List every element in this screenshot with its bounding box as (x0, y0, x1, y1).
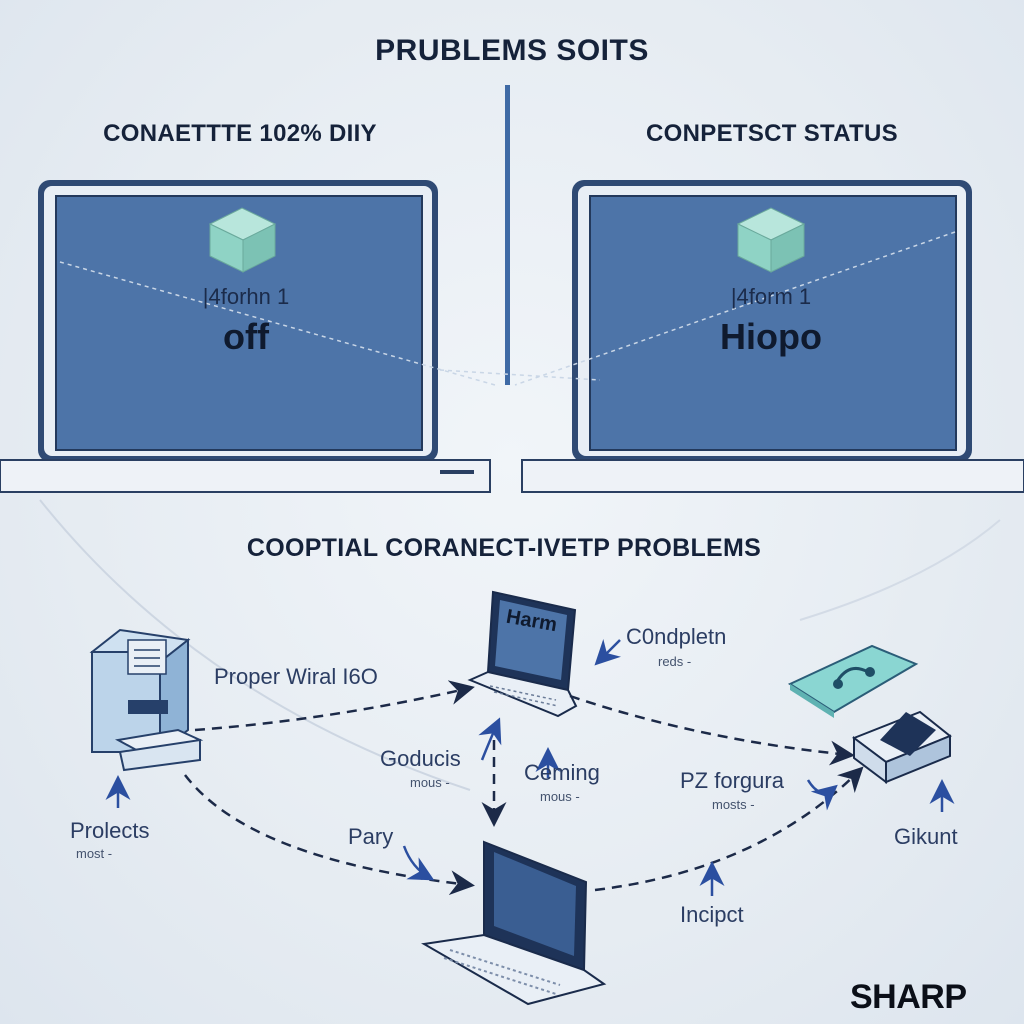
label-ceming: Ceming (524, 760, 600, 785)
right-screen-status: Hiopo (720, 316, 822, 357)
left-screen-label: |4forhn 1 (202, 284, 290, 309)
center-laptop-icon (467, 590, 578, 718)
right-screen-label: |4form 1 (730, 284, 812, 309)
bottom-laptop-icon (421, 840, 607, 1006)
left-panel-heading: CONAETTTE 102% DIIY (103, 120, 377, 147)
label-prolects-sub: most - (76, 846, 113, 861)
label-incipct: Incipct (680, 902, 744, 927)
brand-logo: SHARP (850, 978, 967, 1016)
label-proper: Proper Wiral I6O (214, 664, 378, 690)
bg-curve (799, 519, 1001, 621)
headset-card-icon (787, 644, 919, 718)
label-goducis-sub: mous - (410, 775, 450, 790)
right-laptop-illustration (439, 180, 1024, 493)
router-device-icon (851, 710, 952, 784)
center-divider (505, 85, 510, 385)
printer-icon (89, 628, 204, 772)
right-panel-heading: CONPETSCT STATUS (646, 120, 898, 147)
section-heading: COOPTIAL CORANECT-IVETP PROBLEMS (246, 534, 762, 562)
left-screen-status: off (223, 316, 269, 357)
label-condpletn: C0ndpletn (626, 624, 727, 649)
label-proper-text: Proper Wiral (214, 664, 343, 689)
bg-curve (39, 499, 471, 791)
page-title: PRUBLEMS SOITS (375, 34, 649, 67)
indicator-arrows (105, 639, 955, 896)
label-condpletn-sub: reds - (658, 654, 692, 669)
label-proper-suffix: I6O (342, 664, 378, 689)
label-ceming-sub: mous - (540, 789, 580, 804)
left-laptop-illustration (0, 180, 496, 493)
label-pz-sub: mosts - (712, 797, 755, 812)
label-goducis: Goducis (380, 746, 461, 771)
label-pz: PZ forgura (680, 768, 784, 793)
label-gikunt: Gikunt (894, 824, 958, 849)
label-pary: Pary (348, 824, 394, 849)
label-prolects: Prolects (70, 818, 150, 843)
